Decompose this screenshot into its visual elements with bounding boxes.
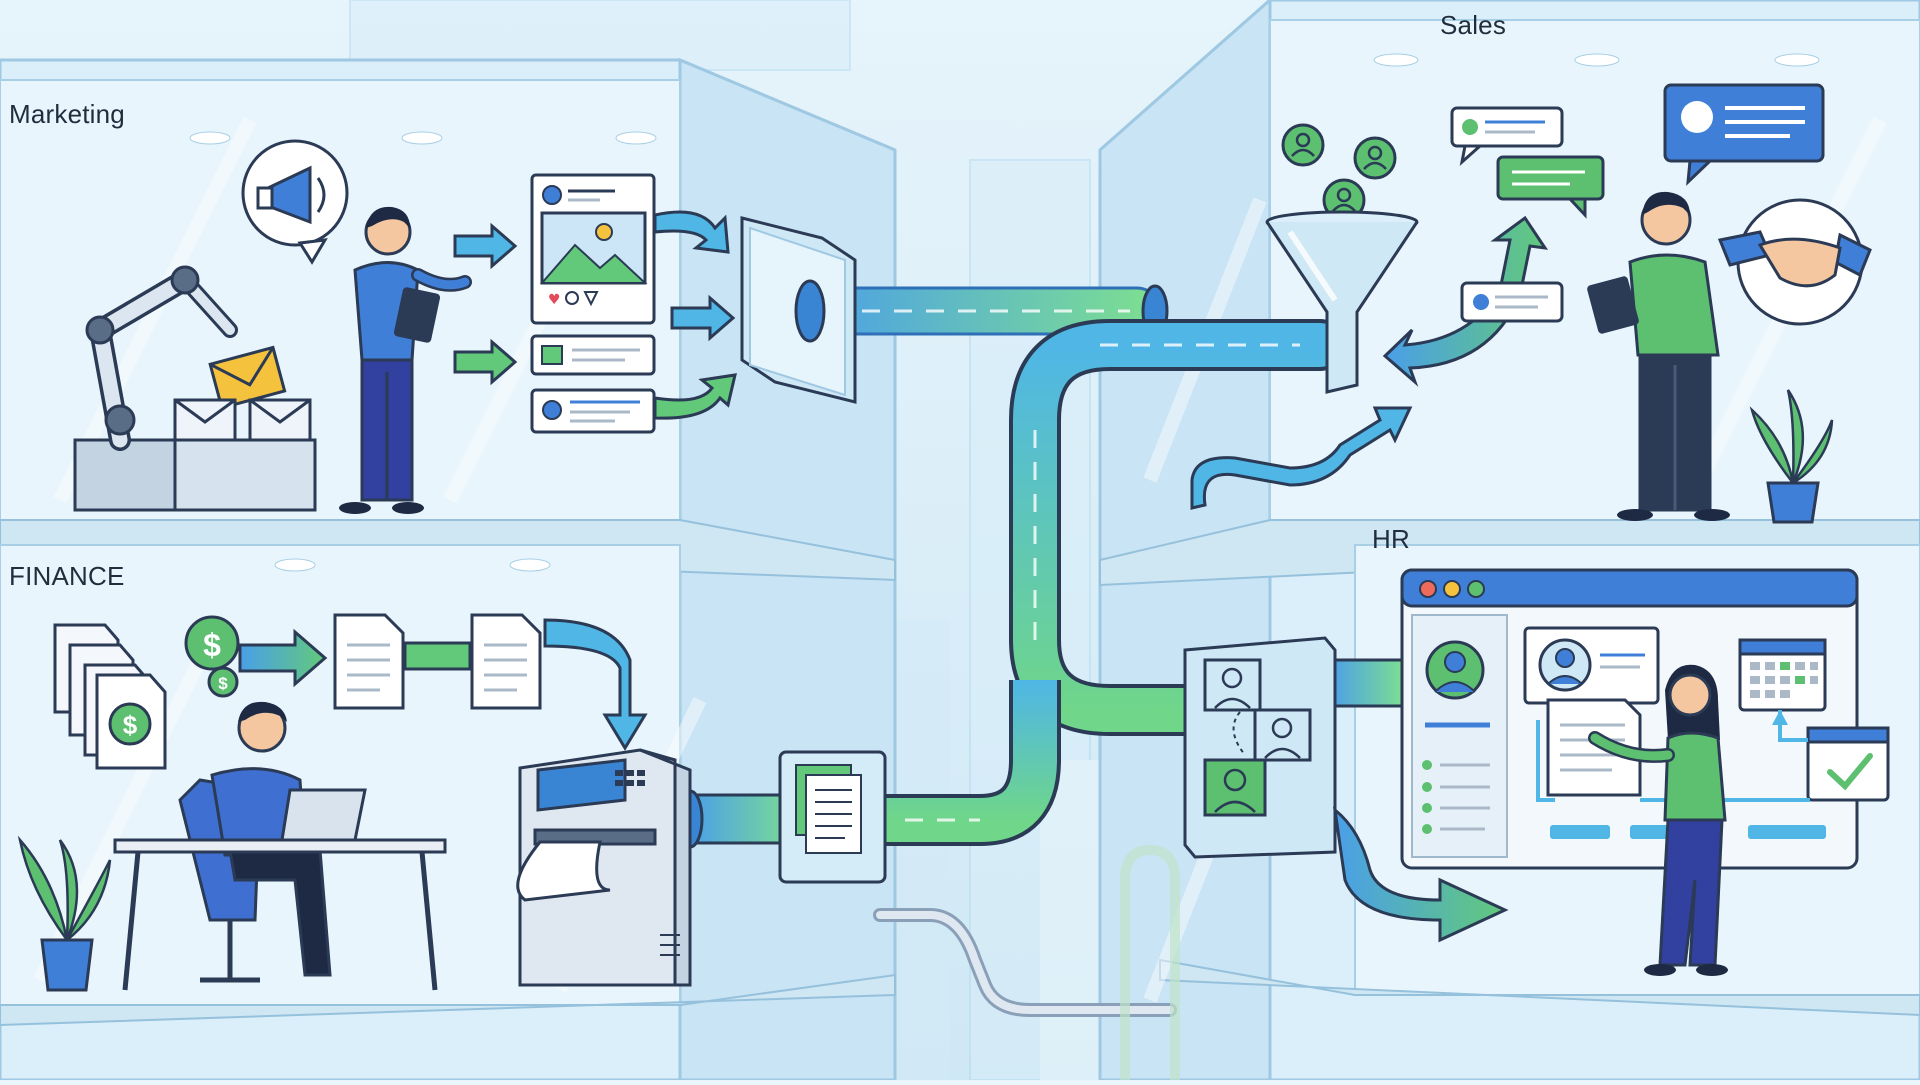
invoice-stack-icon: $	[53, 623, 167, 770]
department-label-hr: HR	[1372, 524, 1410, 554]
marketing-floor: ♥	[73, 139, 857, 514]
left-building	[0, 57, 897, 1082]
profile-card-small	[530, 388, 656, 434]
chat-bubble-icons	[1450, 83, 1825, 323]
plant-icon	[1749, 389, 1834, 524]
svg-text:♥: ♥	[548, 292, 561, 308]
finance-person-at-desk	[113, 701, 447, 991]
svg-text:$: $	[218, 674, 228, 693]
receipt-printer	[516, 748, 692, 987]
department-label-sales: Sales	[1440, 10, 1507, 40]
hr-person	[1588, 664, 1728, 976]
hr-floor	[1183, 568, 1890, 976]
marketing-person	[339, 206, 472, 514]
data-pipeline	[676, 284, 1407, 1080]
coin-dollar-icon: $ $	[184, 615, 240, 698]
report-panel	[778, 750, 887, 884]
document-icon	[333, 613, 542, 710]
lead-avatar-icons	[1281, 123, 1397, 222]
finance-floor: $ $ $	[17, 613, 887, 992]
window-minimize-dot	[1443, 580, 1461, 598]
sales-person	[1587, 191, 1730, 521]
robot-arm-icon	[73, 265, 317, 512]
social-post-card: ♥	[530, 173, 656, 325]
mail-stack-icon	[173, 398, 312, 442]
candidate-profiles-panel	[1183, 636, 1337, 859]
finance-arrows	[238, 618, 648, 751]
window-close-dot	[1419, 580, 1437, 598]
megaphone-icon	[241, 139, 349, 265]
svg-text:$: $	[203, 627, 221, 663]
funnel-icon	[1265, 210, 1419, 394]
hr-output-arrow	[1332, 806, 1509, 943]
handshake-icon	[1717, 198, 1872, 326]
window-maximize-dot	[1467, 580, 1485, 598]
plant-icon	[17, 835, 112, 992]
ad-card-small	[530, 334, 656, 376]
department-label-finance: FINANCE	[9, 561, 125, 591]
dollar-icon: $	[123, 710, 138, 740]
department-label-marketing: Marketing	[9, 99, 125, 129]
integration-panel	[740, 216, 857, 404]
hr-dashboard-window	[1400, 568, 1890, 870]
sales-floor	[1190, 83, 1872, 524]
marketing-arrows	[453, 210, 737, 420]
